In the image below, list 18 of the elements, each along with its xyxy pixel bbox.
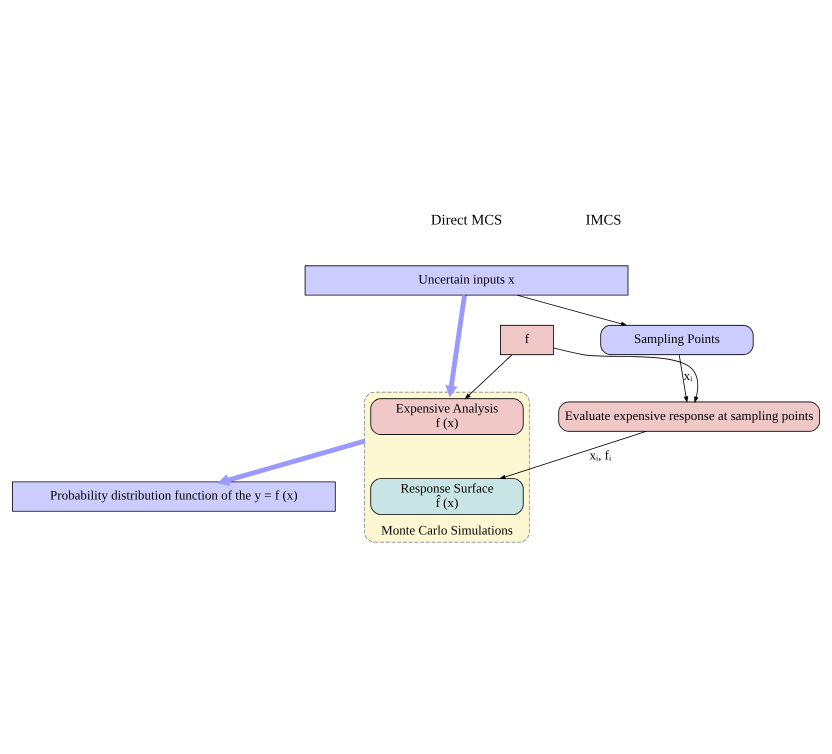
node-box: Evaluate expensive response at sampling points: [558, 401, 820, 432]
node-box: Response Surface f̂ (x): [370, 478, 524, 514]
arrow: [553, 347, 699, 403]
node-box: Expensive Analysis f (x): [370, 398, 524, 434]
node-box: Sampling Points: [600, 324, 754, 355]
arrow: [499, 430, 647, 479]
node-box: Uncertain inputs x: [304, 264, 628, 296]
edge-label: xᵢ: [684, 367, 692, 382]
label: IMCS: [586, 212, 622, 228]
arrow: [217, 438, 366, 486]
arrow: [678, 354, 688, 402]
arrow: [516, 294, 628, 326]
node-box: Probability distribution function of the y = f (x): [12, 480, 336, 512]
arrow: [445, 294, 467, 397]
label: Direct MCS: [430, 212, 502, 228]
edge-label: xᵢ, fᵢ: [589, 447, 612, 462]
node-box: f: [500, 324, 554, 355]
arrow: [464, 354, 512, 399]
